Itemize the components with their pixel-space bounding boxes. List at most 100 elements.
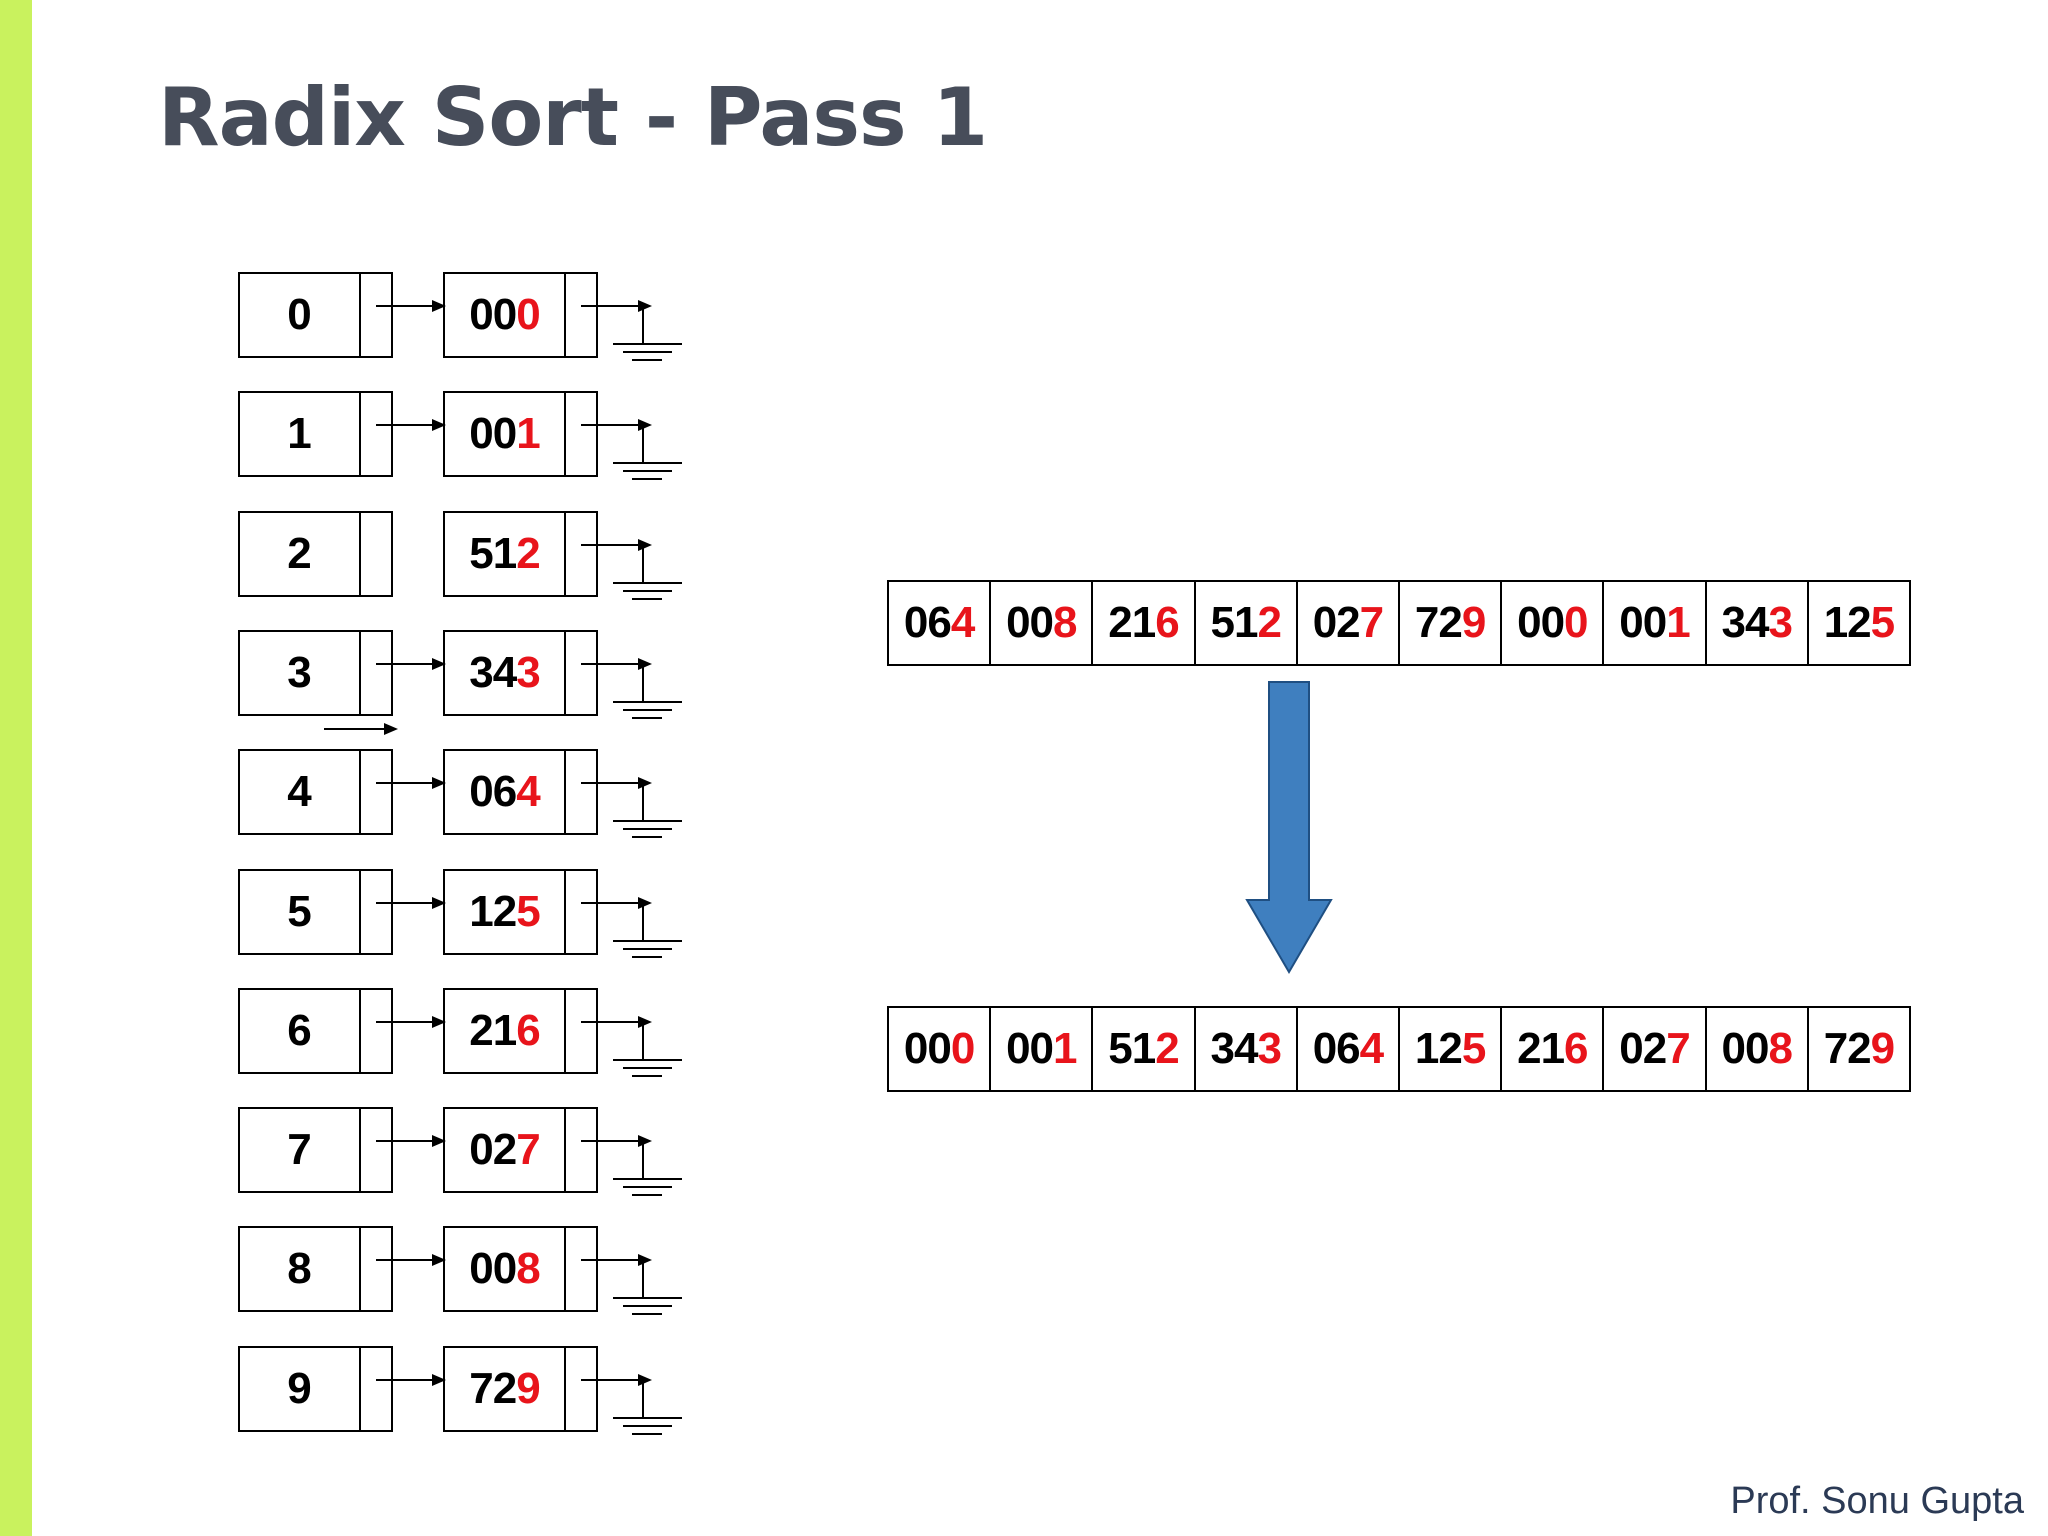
extra-pointer-arrowhead [384, 723, 398, 735]
sort-digit: 4 [950, 598, 976, 647]
bucket-index-box: 2 [238, 511, 393, 597]
bucket-index-box: 1 [238, 391, 393, 477]
sort-digit: 1 [1053, 1024, 1078, 1073]
null-pointer-arrowhead [638, 300, 652, 312]
leading-digits: 34 [469, 648, 517, 697]
list-node: 008 [443, 1226, 598, 1312]
leading-digits: 12 [1823, 598, 1872, 647]
leading-digits: 00 [469, 409, 517, 458]
leading-digits: 00 [1721, 1024, 1770, 1073]
sort-digit: 9 [516, 1364, 541, 1413]
slide-title: Radix Sort - Pass 1 [158, 71, 988, 164]
sort-digit: 8 [1053, 598, 1078, 647]
array-cell: 008 [991, 582, 1094, 664]
list-node-value: 027 [445, 1109, 566, 1191]
list-node: 001 [443, 391, 598, 477]
array-cell: 027 [1298, 582, 1401, 664]
bucket-index-box: 0 [238, 272, 393, 358]
number-value: 027 [469, 1125, 540, 1175]
sort-digit: 6 [516, 1006, 541, 1055]
list-node: 512 [443, 511, 598, 597]
array-cell: 125 [1400, 1008, 1503, 1090]
leading-digits: 72 [1823, 1024, 1872, 1073]
leading-digits: 12 [469, 887, 517, 936]
leading-digits: 21 [1108, 598, 1156, 647]
leading-digits: 34 [1210, 1024, 1258, 1073]
array-cell: 343 [1707, 582, 1809, 664]
number-value: 000 [469, 290, 540, 340]
bucket-index: 1 [240, 393, 361, 475]
pointer-connectors [376, 1016, 682, 1077]
leading-digits: 00 [1006, 1024, 1054, 1073]
array-cell: 000 [889, 1008, 992, 1090]
pointer-connectors [324, 723, 682, 838]
number-value: 001 [469, 409, 541, 459]
number-value: 512 [469, 529, 541, 579]
null-pointer-arrowhead [638, 419, 652, 431]
leading-digits: 21 [469, 1006, 517, 1055]
leading-digits: 72 [1414, 598, 1463, 647]
sort-digit: 1 [516, 409, 541, 458]
list-node: 729 [443, 1346, 598, 1432]
leading-digits: 06 [469, 767, 517, 816]
sort-digit: 3 [1257, 1024, 1282, 1073]
bucket-index-box: 5 [238, 869, 393, 955]
sort-digit: 7 [1359, 598, 1385, 647]
array-cell: 125 [1809, 582, 1909, 664]
leading-digits: 51 [469, 529, 517, 578]
array-cell: 216 [1502, 1008, 1605, 1090]
array-cell: 512 [1196, 582, 1298, 664]
leading-digits: 34 [1721, 598, 1770, 647]
bucket-index: 9 [240, 1348, 361, 1430]
bucket-index: 5 [240, 871, 361, 953]
bucket-index-box: 7 [238, 1107, 393, 1193]
null-pointer-arrowhead [638, 1254, 652, 1266]
leading-digits: 00 [1619, 598, 1667, 647]
list-node-value: 216 [445, 990, 566, 1072]
list-node: 064 [443, 749, 598, 835]
number-value: 008 [1006, 598, 1078, 648]
leading-digits: 02 [1619, 1024, 1667, 1073]
leading-digits: 02 [469, 1125, 517, 1174]
pointer-arrowhead [432, 300, 446, 312]
number-value: 343 [1210, 1024, 1282, 1074]
number-value: 064 [904, 598, 976, 648]
bucket-index: 2 [240, 513, 361, 595]
sort-digit: 9 [1870, 1024, 1896, 1073]
pointer-connectors [376, 1254, 682, 1315]
leading-digits: 72 [469, 1364, 517, 1413]
null-pointer-arrowhead [638, 1374, 652, 1386]
number-value: 216 [1108, 598, 1179, 648]
number-value: 216 [1517, 1024, 1588, 1074]
bucket-index-box: 4 [238, 749, 393, 835]
leading-digits: 51 [1210, 598, 1258, 647]
pointer-arrowhead [432, 658, 446, 670]
bucket-index: 3 [240, 632, 361, 714]
bucket-index: 6 [240, 990, 361, 1072]
null-pointer-arrowhead [638, 897, 652, 909]
sort-digit: 8 [1768, 1024, 1793, 1073]
null-pointer-arrowhead [638, 658, 652, 670]
list-node-value: 008 [445, 1228, 566, 1310]
number-value: 000 [903, 1024, 975, 1074]
pointer-arrowhead [432, 1374, 446, 1386]
leading-digits: 21 [1517, 1024, 1565, 1073]
number-value: 027 [1312, 598, 1385, 648]
array-cell: 001 [1604, 582, 1707, 664]
array-cell: 729 [1400, 582, 1503, 664]
sort-digit: 2 [516, 529, 541, 578]
sort-digit: 3 [1768, 598, 1793, 647]
leading-digits: 06 [1312, 1024, 1361, 1073]
leading-digits: 00 [903, 1024, 952, 1073]
bucket-index: 4 [240, 751, 361, 833]
leading-digits: 02 [1312, 598, 1361, 647]
leading-digits: 12 [1414, 1024, 1463, 1073]
null-pointer-arrowhead [638, 1016, 652, 1028]
